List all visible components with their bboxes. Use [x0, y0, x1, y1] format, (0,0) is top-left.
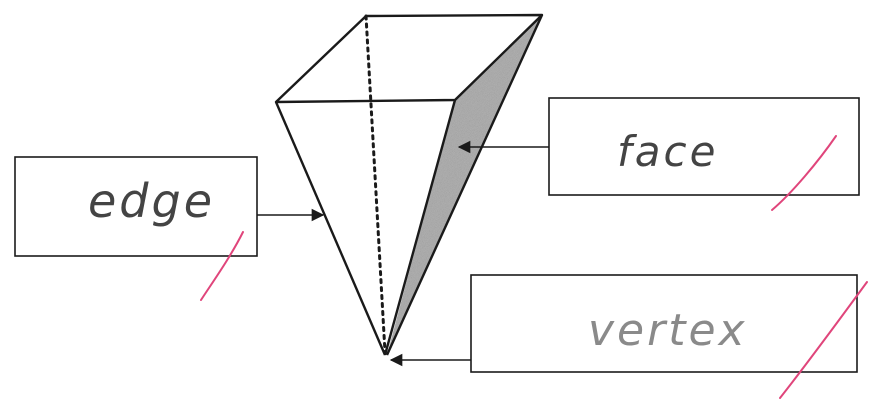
pyramid-edge-right [385, 14, 544, 356]
hidden-edge [364, 14, 387, 354]
face-label-box [548, 97, 860, 196]
pyramid-edge-left [274, 101, 387, 356]
vertex-tick-mark [779, 281, 868, 399]
face-tick-mark [771, 135, 837, 211]
pyramid-edge-front [383, 99, 457, 356]
edge-tick-mark [200, 231, 244, 301]
face-answer: face [617, 127, 718, 176]
edge-label-box [14, 156, 258, 257]
vertex-answer: vertex [588, 305, 748, 356]
vertex-label-box [470, 274, 858, 373]
edge-answer: edge [88, 174, 215, 228]
